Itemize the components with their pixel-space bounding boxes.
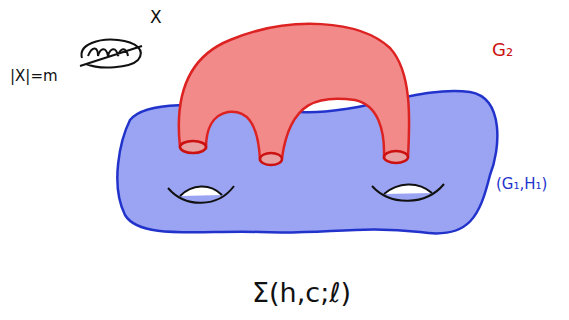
hole-right bbox=[372, 184, 444, 201]
surface-name: Σ(h,c;ℓ) bbox=[252, 278, 351, 308]
set-name: X bbox=[150, 8, 162, 27]
genus-surface bbox=[117, 91, 497, 234]
leg-end bbox=[260, 153, 282, 165]
hole-right-top bbox=[384, 184, 432, 194]
hole-left-top bbox=[180, 186, 222, 196]
hole-left bbox=[168, 186, 234, 203]
group-pair-label: (G₁,H₁) bbox=[496, 176, 547, 193]
group-label: G₂ bbox=[492, 40, 513, 60]
leg-end bbox=[384, 151, 408, 163]
handle-body bbox=[179, 24, 409, 160]
set-size: |X|=m bbox=[10, 68, 58, 85]
set-scribble bbox=[80, 40, 142, 68]
leg-end bbox=[180, 141, 206, 153]
